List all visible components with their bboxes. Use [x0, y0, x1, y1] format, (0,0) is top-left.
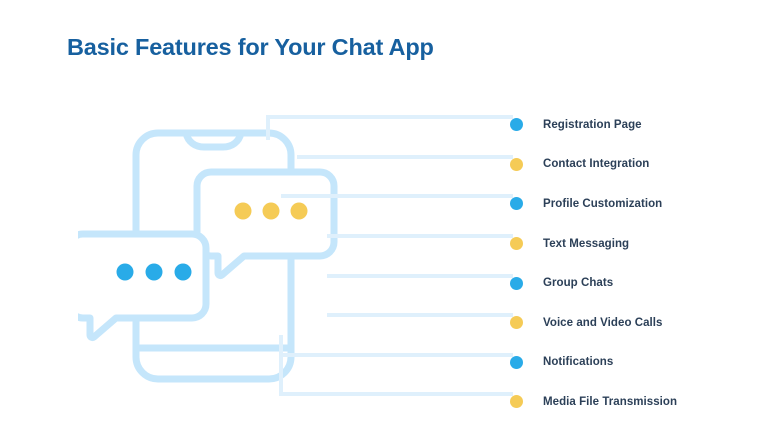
- bubble-dot: [234, 202, 252, 220]
- feature-item-media-file-transmission[interactable]: Media File Transmission: [506, 382, 764, 422]
- page-title: Basic Features for Your Chat App: [67, 34, 434, 60]
- illustration-svg: [78, 129, 338, 383]
- feature-label: Voice and Video Calls: [543, 316, 663, 329]
- yellow-chat-bubble: [193, 168, 338, 279]
- feature-label: Group Chats: [543, 277, 614, 290]
- bullet-dot-icon: [510, 197, 523, 211]
- bullet-dot-icon: [510, 276, 523, 290]
- bullet-dot-icon: [510, 157, 523, 171]
- bullet-dot-icon: [510, 316, 523, 330]
- feature-item-text-messaging[interactable]: Text Messaging: [506, 224, 764, 264]
- feature-item-profile-customization[interactable]: Profile Customization: [506, 184, 764, 224]
- feature-label: Media File Transmission: [543, 395, 678, 408]
- bullet-dot-icon: [510, 355, 523, 369]
- chat-app-phone-illustration: [78, 105, 338, 395]
- blue-chat-bubble: [78, 230, 210, 341]
- feature-item-registration-page[interactable]: Registration Page: [506, 105, 764, 145]
- bubble-dot: [290, 202, 308, 220]
- feature-list: Registration Page Contact Integration Pr…: [506, 105, 764, 422]
- feature-label: Contact Integration: [543, 158, 650, 171]
- feature-item-group-chats[interactable]: Group Chats: [506, 263, 764, 303]
- bubble-dot: [116, 263, 134, 281]
- bubble-dot: [262, 202, 280, 220]
- feature-item-notifications[interactable]: Notifications: [506, 343, 764, 383]
- feature-label: Registration Page: [543, 118, 642, 131]
- feature-label: Text Messaging: [543, 237, 630, 250]
- bubble-dot: [174, 263, 192, 281]
- feature-item-voice-and-video-calls[interactable]: Voice and Video Calls: [506, 303, 764, 343]
- feature-label: Notifications: [543, 356, 614, 369]
- bullet-dot-icon: [510, 118, 523, 132]
- bullet-dot-icon: [510, 395, 523, 409]
- bubble-dot: [145, 263, 163, 281]
- bullet-dot-icon: [510, 237, 523, 251]
- feature-item-contact-integration[interactable]: Contact Integration: [506, 145, 764, 185]
- feature-label: Profile Customization: [543, 197, 663, 210]
